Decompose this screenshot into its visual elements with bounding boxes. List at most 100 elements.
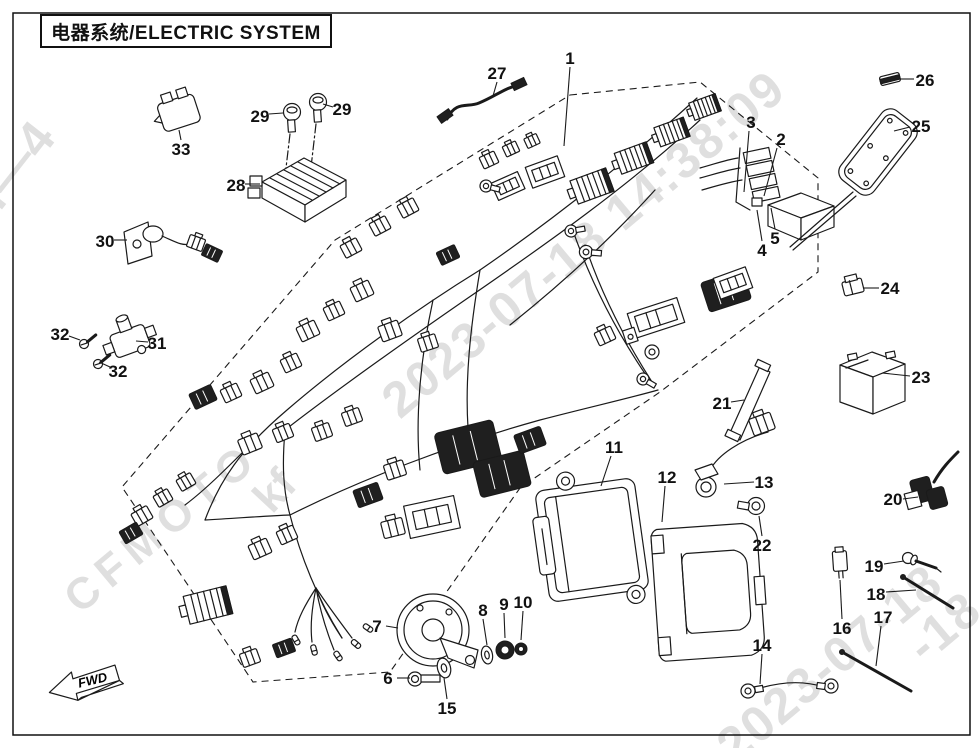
- callout-6: 6: [383, 669, 410, 688]
- part-20-pigtail-connector: [904, 452, 958, 510]
- callout-21: 21: [713, 394, 744, 413]
- callout-leader-line: [744, 131, 749, 192]
- callout-number: 23: [912, 368, 931, 387]
- callout-18: 18: [867, 585, 916, 604]
- main-wiring-harness: [118, 93, 834, 669]
- callout-leader-line: [269, 113, 283, 114]
- part-23-battery: [840, 351, 905, 414]
- callout-leader-line: [386, 626, 398, 628]
- callout-number: 22: [753, 536, 772, 555]
- part-6-bolt: [408, 672, 440, 686]
- callout-number: 6: [383, 669, 392, 688]
- callout-leader-line: [760, 654, 762, 684]
- callout-number: 8: [478, 601, 487, 620]
- callout-13: 13: [724, 473, 773, 492]
- callout-number: 11: [605, 438, 623, 457]
- callout-leader-line: [504, 613, 505, 638]
- callout-leader-line: [759, 516, 762, 536]
- callout-leader-line: [884, 561, 904, 564]
- callout-9: 9: [499, 595, 509, 638]
- part-31-solenoid-valve: [95, 306, 160, 365]
- page-title: 电器系统/ELECTRIC SYSTEM: [51, 22, 321, 44]
- callout-number: 10: [514, 593, 533, 612]
- part-28-voltage-regulator: [248, 158, 346, 222]
- callout-leader-line: [764, 148, 777, 196]
- callout-number: 15: [438, 699, 457, 718]
- part-24-connector: [840, 273, 864, 296]
- callout-number: 16: [833, 619, 852, 638]
- callout-11: 11: [601, 438, 623, 486]
- part-29-screw-right: [310, 94, 327, 177]
- callout-leader-line: [323, 104, 333, 107]
- callout-number: 29: [251, 107, 270, 126]
- callout-14: 14: [753, 636, 772, 684]
- callout-leader-line: [731, 400, 744, 402]
- callout-leader-line: [771, 208, 775, 229]
- callout-number: 17: [874, 608, 893, 627]
- part-7-horn: [397, 594, 478, 668]
- callout-7: 7: [372, 617, 398, 636]
- part-29-screw-left: [284, 104, 301, 169]
- callout-1: 1: [564, 49, 575, 146]
- callout-number: 18: [867, 585, 886, 604]
- callout-number: 12: [658, 468, 677, 487]
- part-9-nut: [496, 641, 514, 659]
- callout-5: 5: [770, 208, 780, 248]
- callout-20: 20: [884, 490, 918, 509]
- callout-leader-line: [894, 127, 910, 131]
- callout-8: 8: [478, 601, 488, 645]
- watermark-text: 2023-07-18 14:38:09: [371, 59, 796, 428]
- callout-17: 17: [874, 608, 893, 666]
- callout-number: 25: [912, 117, 931, 136]
- callout-33: 33: [172, 130, 191, 159]
- part-13-grommet-hose: [695, 432, 768, 497]
- callout-24: 24: [864, 279, 900, 298]
- callout-number: 29: [333, 100, 352, 119]
- part-8-spacer: [480, 645, 494, 665]
- callout-4: 4: [757, 210, 767, 260]
- callout-number: 4: [757, 241, 767, 260]
- callout-22: 22: [753, 516, 772, 555]
- callout-number: 28: [227, 176, 246, 195]
- callout-31: 31: [136, 334, 166, 353]
- callout-leader-line: [757, 210, 762, 241]
- part-30-sensor-lead: [124, 222, 224, 264]
- fwd-arrow: FWD: [46, 661, 125, 706]
- callout-number: 2: [776, 130, 785, 149]
- part-14-ground-wire: [741, 679, 838, 698]
- callout-19: 19: [865, 557, 904, 576]
- callout-10: 10: [514, 593, 533, 640]
- part-19-pin-bolt: [903, 553, 942, 573]
- callout-leader-line: [483, 619, 487, 645]
- callout-28: 28: [227, 176, 260, 195]
- callout-number: 13: [755, 473, 774, 492]
- callout-leader-line: [886, 590, 916, 592]
- callout-27: 27: [488, 64, 507, 96]
- callout-number: 7: [372, 617, 381, 636]
- part-10-nut-small: [515, 643, 527, 655]
- callout-leader-line: [179, 130, 181, 140]
- callout-16: 16: [833, 580, 852, 638]
- title-box: 电器系统/ELECTRIC SYSTEM: [40, 14, 332, 48]
- callout-number: 33: [172, 140, 191, 159]
- callout-23: 23: [882, 368, 930, 387]
- callout-number: 14: [753, 636, 772, 655]
- callout-leader-line: [601, 456, 611, 486]
- callout-number: 19: [865, 557, 884, 576]
- callout-number: 32: [51, 325, 70, 344]
- part-17-cable-rod: [840, 650, 912, 692]
- callout-leader-line: [521, 611, 523, 640]
- part-12-bracket-cover: [651, 522, 770, 661]
- part-33-flasher-relay: [147, 86, 201, 135]
- callout-leader-line: [662, 486, 665, 522]
- callout-leader-line: [136, 341, 148, 342]
- callout-number: 3: [746, 113, 755, 132]
- fuse-holder-stack: [700, 147, 780, 210]
- callout-number: 31: [148, 334, 167, 353]
- callout-leader-line: [903, 497, 918, 499]
- callout-number: 30: [96, 232, 115, 251]
- callout-number: 27: [488, 64, 507, 83]
- callout-25: 25: [894, 117, 930, 136]
